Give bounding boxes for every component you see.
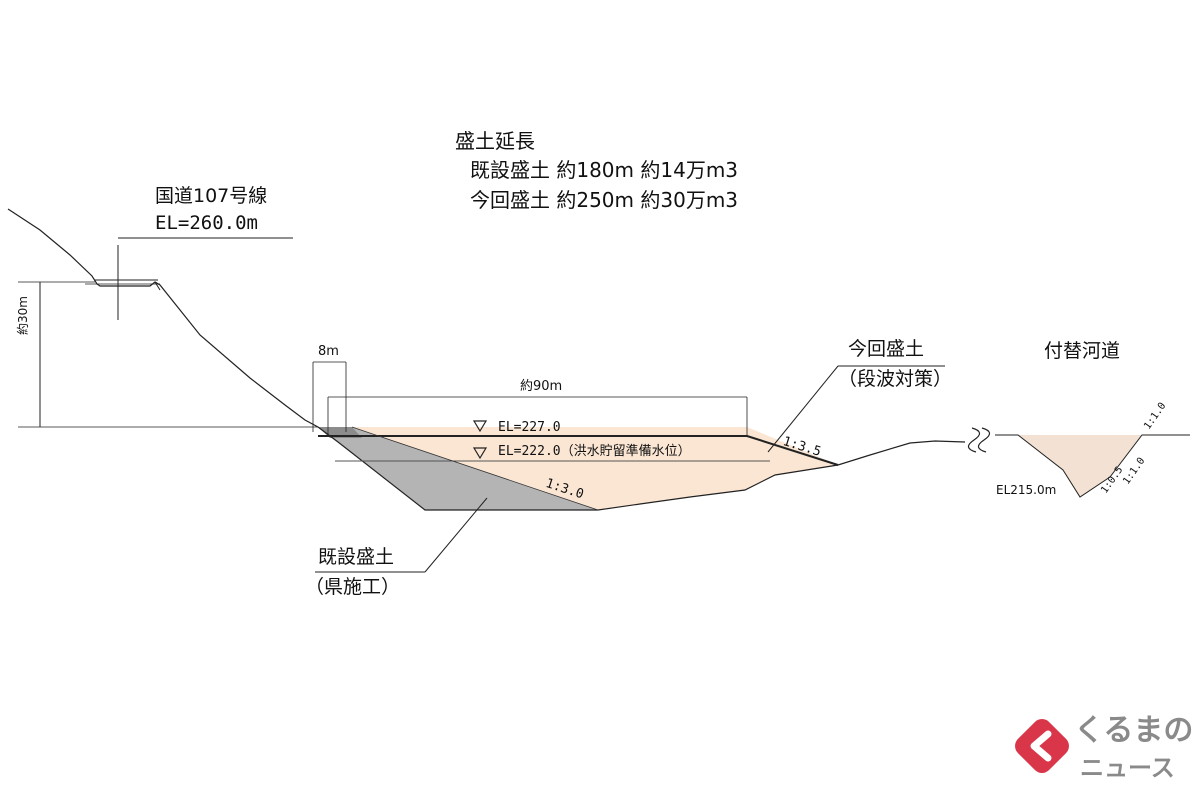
existing-fill-label: 既設盛土 — [318, 546, 395, 568]
river-elevation-label: EL215.0m — [996, 483, 1057, 497]
break-symbol — [967, 427, 981, 453]
height-label: 約30m — [16, 296, 30, 335]
existing-fill-area — [318, 427, 598, 510]
water-level-symbol-222 — [472, 447, 488, 460]
summary-existing: 既設盛土 約180m 約14万m3 — [470, 158, 739, 182]
summary-current: 今回盛土 約250m 約30万m3 — [470, 188, 739, 212]
water-level-symbol-227 — [472, 420, 488, 433]
slope-line-1-3.5 — [746, 435, 839, 466]
river-channel-area — [1018, 435, 1142, 497]
el227-label: EL=227.0 — [498, 420, 561, 435]
width-90m-label: 約90m — [520, 379, 563, 394]
width-8m-label: 8m — [318, 344, 339, 359]
current-fill-sublabel: （段波対策） — [838, 368, 953, 390]
river-channel-outline — [995, 434, 1190, 498]
watermark-text-top: くるまの — [1074, 713, 1194, 748]
summary-title: 盛土延長 — [455, 129, 535, 153]
road-name: 国道107号線 — [155, 185, 268, 207]
watermark-logo-icon — [1015, 719, 1069, 773]
road-elevation: EL=260.0m — [155, 212, 258, 234]
watermark-logo: くるまの ニュース — [1010, 712, 1194, 792]
current-fill-label: 今回盛土 — [848, 338, 925, 360]
watermark-text-bottom: ニュース — [1080, 754, 1175, 782]
existing-fill-sublabel: （県施工） — [305, 576, 401, 598]
river-channel-label: 付替河道 — [1044, 340, 1121, 362]
el222-label: EL=222.0（洪水貯留準備水位） — [498, 444, 691, 459]
